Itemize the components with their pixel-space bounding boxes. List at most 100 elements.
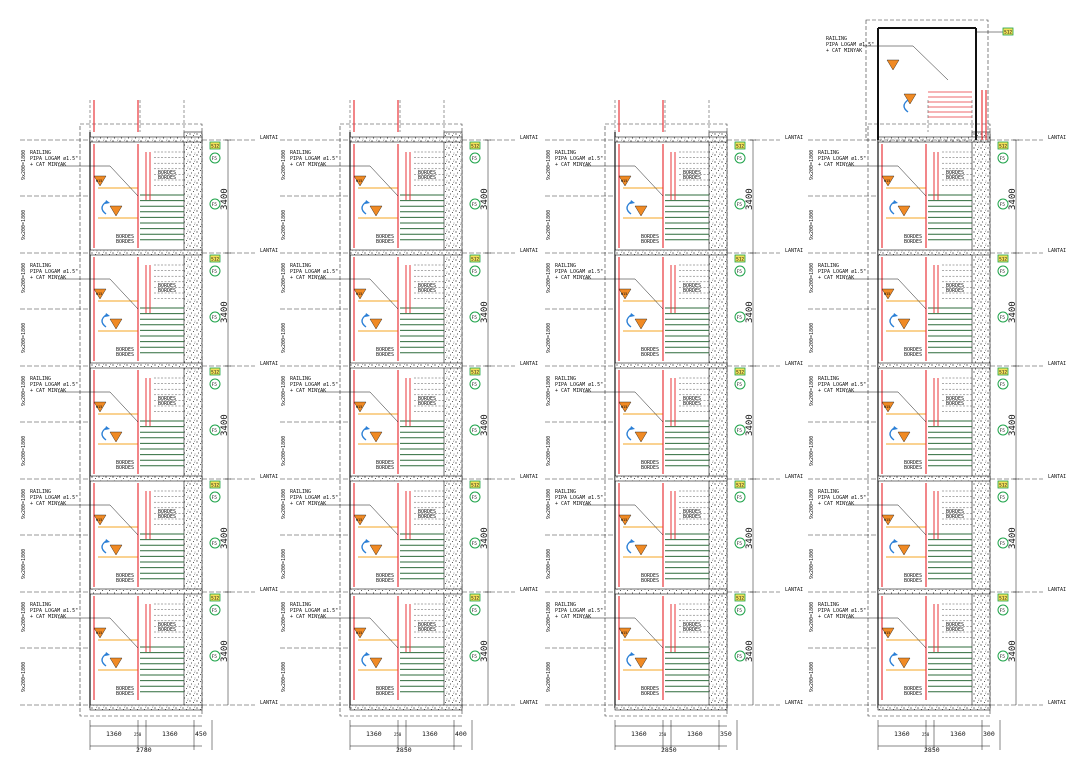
leader-line (369, 165, 399, 197)
warning-tag-label: W15 (884, 631, 890, 635)
riser-note: 9x200=1800 (21, 602, 27, 632)
floor-height-label: 3400 (220, 301, 230, 323)
bordes-label: BORDES (904, 573, 922, 579)
green-tag-label: F5 (472, 315, 478, 321)
green-tag (469, 491, 481, 503)
arrowhead-icon (105, 426, 110, 430)
green-tag-label: F5 (212, 541, 218, 547)
railing-note: + CAT MINYAK (818, 275, 854, 281)
floor-height-label: 3400 (745, 188, 755, 210)
railing-note: RAILING (290, 376, 311, 382)
warning-tag-icon (618, 401, 632, 413)
green-tag-label: F5 (472, 495, 478, 501)
riser-note: 9x200=1800 (281, 489, 287, 519)
rotation-arrow-icon (889, 427, 895, 441)
warning-tag-icon (634, 431, 648, 443)
arrowhead-icon (630, 313, 635, 317)
warning-tag-icon (634, 205, 648, 217)
bordes-label: BORDES (904, 352, 922, 358)
green-tag-label: F5 (737, 608, 743, 614)
floor-height-label: 3400 (1008, 527, 1018, 549)
railing-note: + CAT MINYAK (818, 501, 854, 507)
yellow-tag (997, 367, 1009, 376)
dimension-segment-label: 1360 (894, 730, 910, 738)
floor-slab (877, 475, 991, 482)
stair-1-section: LANTAI RAILING PIPA LOGAM ø1.5" + CAT MINYA… (20, 100, 278, 754)
warning-tag-label: W15 (356, 179, 362, 183)
bordes-label: BORDES (158, 627, 176, 633)
floor-slab (349, 249, 463, 256)
yellow-tag (209, 141, 221, 150)
yellow-tag-label: S12 (999, 483, 1007, 489)
riser-note: 9x200=1800 (281, 263, 287, 293)
railing-note: + CAT MINYAK (290, 162, 326, 168)
bordes-label: BORDES (904, 691, 922, 697)
bordes-label: BORDES (418, 509, 436, 515)
bordes-label: BORDES (158, 288, 176, 294)
green-tag (469, 424, 481, 436)
green-tag-label: F5 (212, 202, 218, 208)
warning-tag-icon (881, 627, 895, 639)
bordes-label: BORDES (418, 170, 436, 176)
floor-height-label: 3400 (220, 188, 230, 210)
riser-note: 9x200=1800 (546, 150, 552, 180)
railing-note: PIPA LOGAM ø1.5" (818, 269, 866, 275)
green-tag-label: F5 (472, 382, 478, 388)
rotation-arrow-icon (101, 201, 107, 215)
warning-tag-label: W15 (621, 179, 627, 183)
green-tag (734, 604, 746, 616)
floor-height-label: 3400 (220, 527, 230, 549)
bordes-label: BORDES (683, 283, 701, 289)
rotation-arrow-icon (889, 540, 895, 554)
railing-note: PIPA LOGAM ø1.5" (30, 269, 78, 275)
bordes-label: BORDES (641, 573, 659, 579)
railing-note: RAILING (555, 263, 576, 269)
warning-tag-icon (886, 59, 900, 71)
warning-tag-label: W15 (884, 292, 890, 296)
rotation-arrow-icon (361, 653, 367, 667)
railing-note: RAILING (290, 263, 311, 269)
ground-slab (89, 704, 203, 711)
yellow-tag-label: S12 (211, 144, 219, 150)
railing-note: RAILING (30, 150, 51, 156)
rotation-arrow-icon (361, 201, 367, 215)
floor-tag: LANTAI (520, 700, 538, 706)
leader-line (634, 278, 664, 310)
floor-slab (89, 362, 203, 369)
warning-tag-label: W15 (356, 292, 362, 296)
railing-note: + CAT MINYAK (290, 388, 326, 394)
riser-note: 9x200=1800 (21, 376, 27, 406)
leader-line (109, 278, 139, 310)
green-tag (209, 198, 221, 210)
riser-note: 9x200=1800 (546, 263, 552, 293)
riser-note: 9x200=1800 (281, 549, 287, 579)
bordes-label: BORDES (641, 578, 659, 584)
green-tag-label: F5 (737, 156, 743, 162)
warning-tag-icon (369, 657, 383, 669)
railing-note: + CAT MINYAK (555, 275, 591, 281)
warning-tag-label: W15 (356, 518, 362, 522)
riser-note: 9x200=1800 (546, 602, 552, 632)
leader-line (897, 391, 927, 423)
green-tag-label: F5 (212, 654, 218, 660)
arrowhead-icon (630, 426, 635, 430)
dimension-segment-label: 1360 (422, 730, 438, 738)
railing-note: + CAT MINYAK (555, 501, 591, 507)
railing-note: PIPA LOGAM ø1.5" (30, 608, 78, 614)
yellow-tag-label: S12 (1004, 30, 1012, 36)
warning-tag-icon (897, 544, 911, 556)
bordes-label: BORDES (376, 239, 394, 245)
bordes-label: BORDES (904, 234, 922, 240)
green-tag-label: F5 (472, 202, 478, 208)
floor-tag: LANTAI (260, 248, 278, 254)
bordes-label: BORDES (376, 460, 394, 466)
railing-note: + CAT MINYAK (30, 501, 66, 507)
ground-slab (349, 704, 463, 711)
green-tag-label: F5 (737, 202, 743, 208)
bordes-label: BORDES (904, 465, 922, 471)
